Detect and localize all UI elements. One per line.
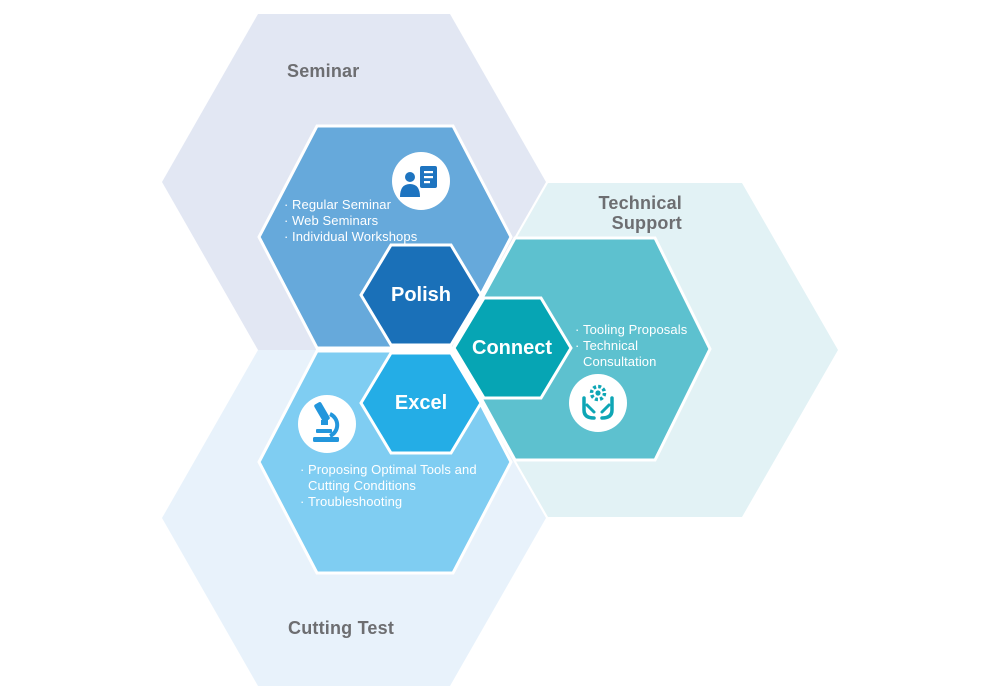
technical-support-title-line1: Technical xyxy=(598,193,682,213)
presenter-icon xyxy=(392,152,450,210)
seminar-item: Individual Workshops xyxy=(284,229,417,245)
seminar-item: Web Seminars xyxy=(284,213,417,229)
cutting-test-item-text: Cutting Conditions xyxy=(308,478,417,493)
seminar-item-list: Regular Seminar Web Seminars Individual … xyxy=(284,197,417,245)
cutting-test-item: Proposing Optimal Tools and xyxy=(300,462,477,478)
excel-hexagon xyxy=(359,351,483,455)
technical-support-item-continuation: Consultation xyxy=(575,354,687,370)
seminar-title: Seminar xyxy=(287,61,360,81)
technical-support-item-text: Consultation xyxy=(583,354,657,369)
seminar-item: Regular Seminar xyxy=(284,197,417,213)
cutting-test-item-list: Proposing Optimal Tools and Cutting Cond… xyxy=(300,462,477,510)
technical-support-item: Tooling Proposals xyxy=(575,322,687,338)
connect-label: Connect xyxy=(472,337,552,359)
cutting-test-title: Cutting Test xyxy=(288,618,395,638)
technical-support-title: Technical Support xyxy=(560,193,682,233)
technical-support-item: Technical xyxy=(575,338,687,354)
polish-label: Polish xyxy=(390,284,451,306)
connect-hexagon xyxy=(452,296,573,400)
technical-support-item-list: Tooling Proposals Technical Consultation xyxy=(575,322,687,370)
technical-support-title-line2: Support xyxy=(611,213,682,233)
gear-hands-icon xyxy=(569,374,627,432)
polish-hexagon xyxy=(359,243,483,347)
excel-label: Excel xyxy=(394,392,448,414)
cutting-test-item: Troubleshooting xyxy=(300,494,477,510)
microscope-icon xyxy=(298,395,356,453)
cutting-test-item-continuation: Cutting Conditions xyxy=(300,478,477,494)
